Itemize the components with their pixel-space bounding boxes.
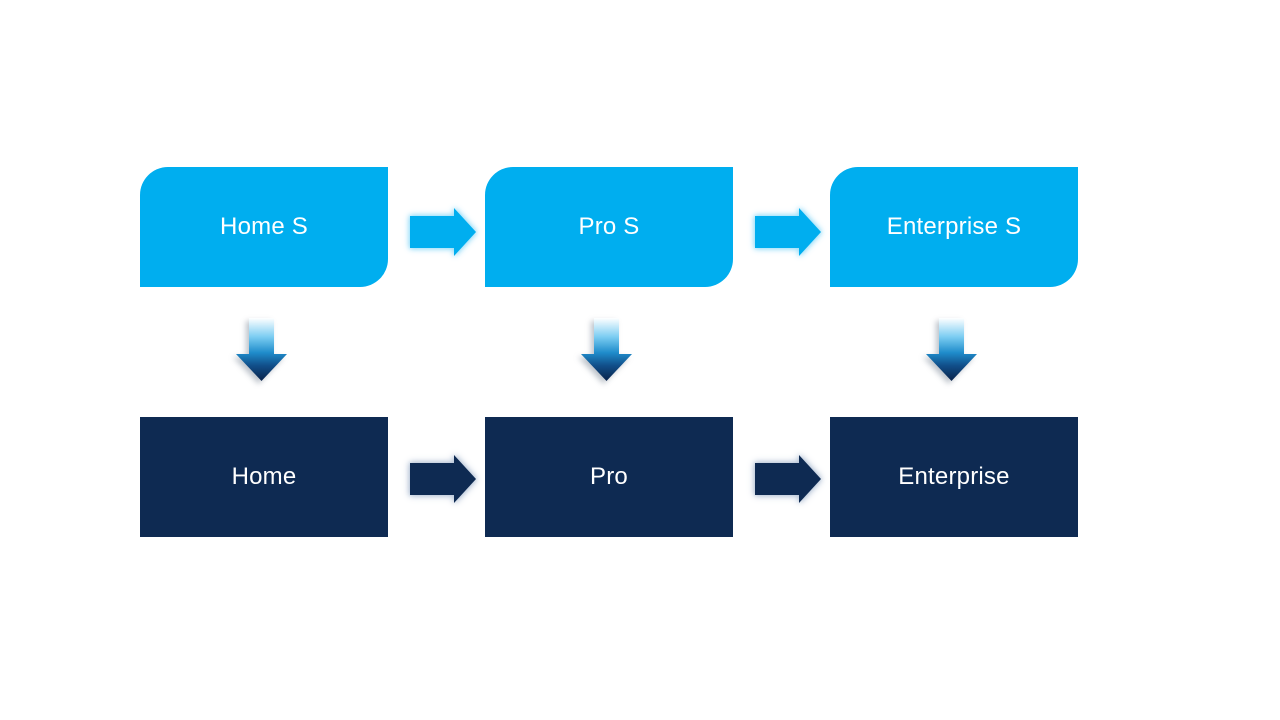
bottom-box-col1[interactable]: Home xyxy=(140,417,388,537)
bottom-box-col1-label: Home xyxy=(231,463,297,490)
bottom-box-col2[interactable]: Pro xyxy=(485,417,733,537)
down-arrow-col1[interactable] xyxy=(236,318,287,381)
right-arrow-icon xyxy=(410,455,476,503)
right-arrow-icon xyxy=(755,455,821,503)
down-arrow-icon xyxy=(926,318,977,381)
right-arrow-top-2[interactable] xyxy=(755,208,821,256)
bottom-box-col3-label: Enterprise xyxy=(898,463,1010,490)
right-arrow-bottom-1[interactable] xyxy=(410,455,476,503)
top-box-col1[interactable]: Home S xyxy=(140,167,388,287)
bottom-box-col2-label: Pro xyxy=(590,463,628,490)
right-arrow-bottom-2[interactable] xyxy=(755,455,821,503)
down-arrow-icon xyxy=(236,318,287,381)
top-box-col3[interactable]: Enterprise S xyxy=(830,167,1078,287)
top-box-col1-label: Home S xyxy=(220,213,308,240)
top-box-col3-label: Enterprise S xyxy=(886,213,1022,240)
right-arrow-top-1[interactable] xyxy=(410,208,476,256)
right-arrow-icon xyxy=(410,208,476,256)
top-box-col2-label: Pro S xyxy=(578,213,640,240)
bottom-box-col3[interactable]: Enterprise xyxy=(830,417,1078,537)
down-arrow-col2[interactable] xyxy=(581,318,632,381)
down-arrow-col3[interactable] xyxy=(926,318,977,381)
down-arrow-icon xyxy=(581,318,632,381)
right-arrow-icon xyxy=(755,208,821,256)
top-box-col2[interactable]: Pro S xyxy=(485,167,733,287)
